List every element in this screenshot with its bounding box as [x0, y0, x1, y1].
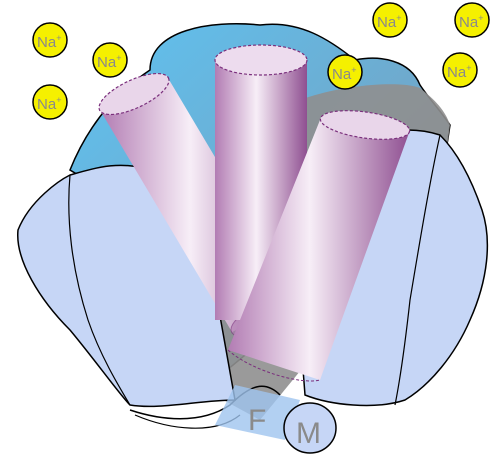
sodium-ion: Na+: [455, 3, 489, 37]
gate-m-label: M: [296, 417, 321, 450]
sodium-ion: Na+: [373, 3, 407, 37]
sodium-ion: Na+: [328, 55, 362, 89]
gate-f-label: F: [248, 404, 266, 437]
sodium-ion: Na+: [33, 23, 67, 57]
sodium-ion: Na+: [443, 53, 477, 87]
sodium-ion: Na+: [93, 43, 127, 77]
sodium-ion: Na+: [33, 85, 67, 119]
